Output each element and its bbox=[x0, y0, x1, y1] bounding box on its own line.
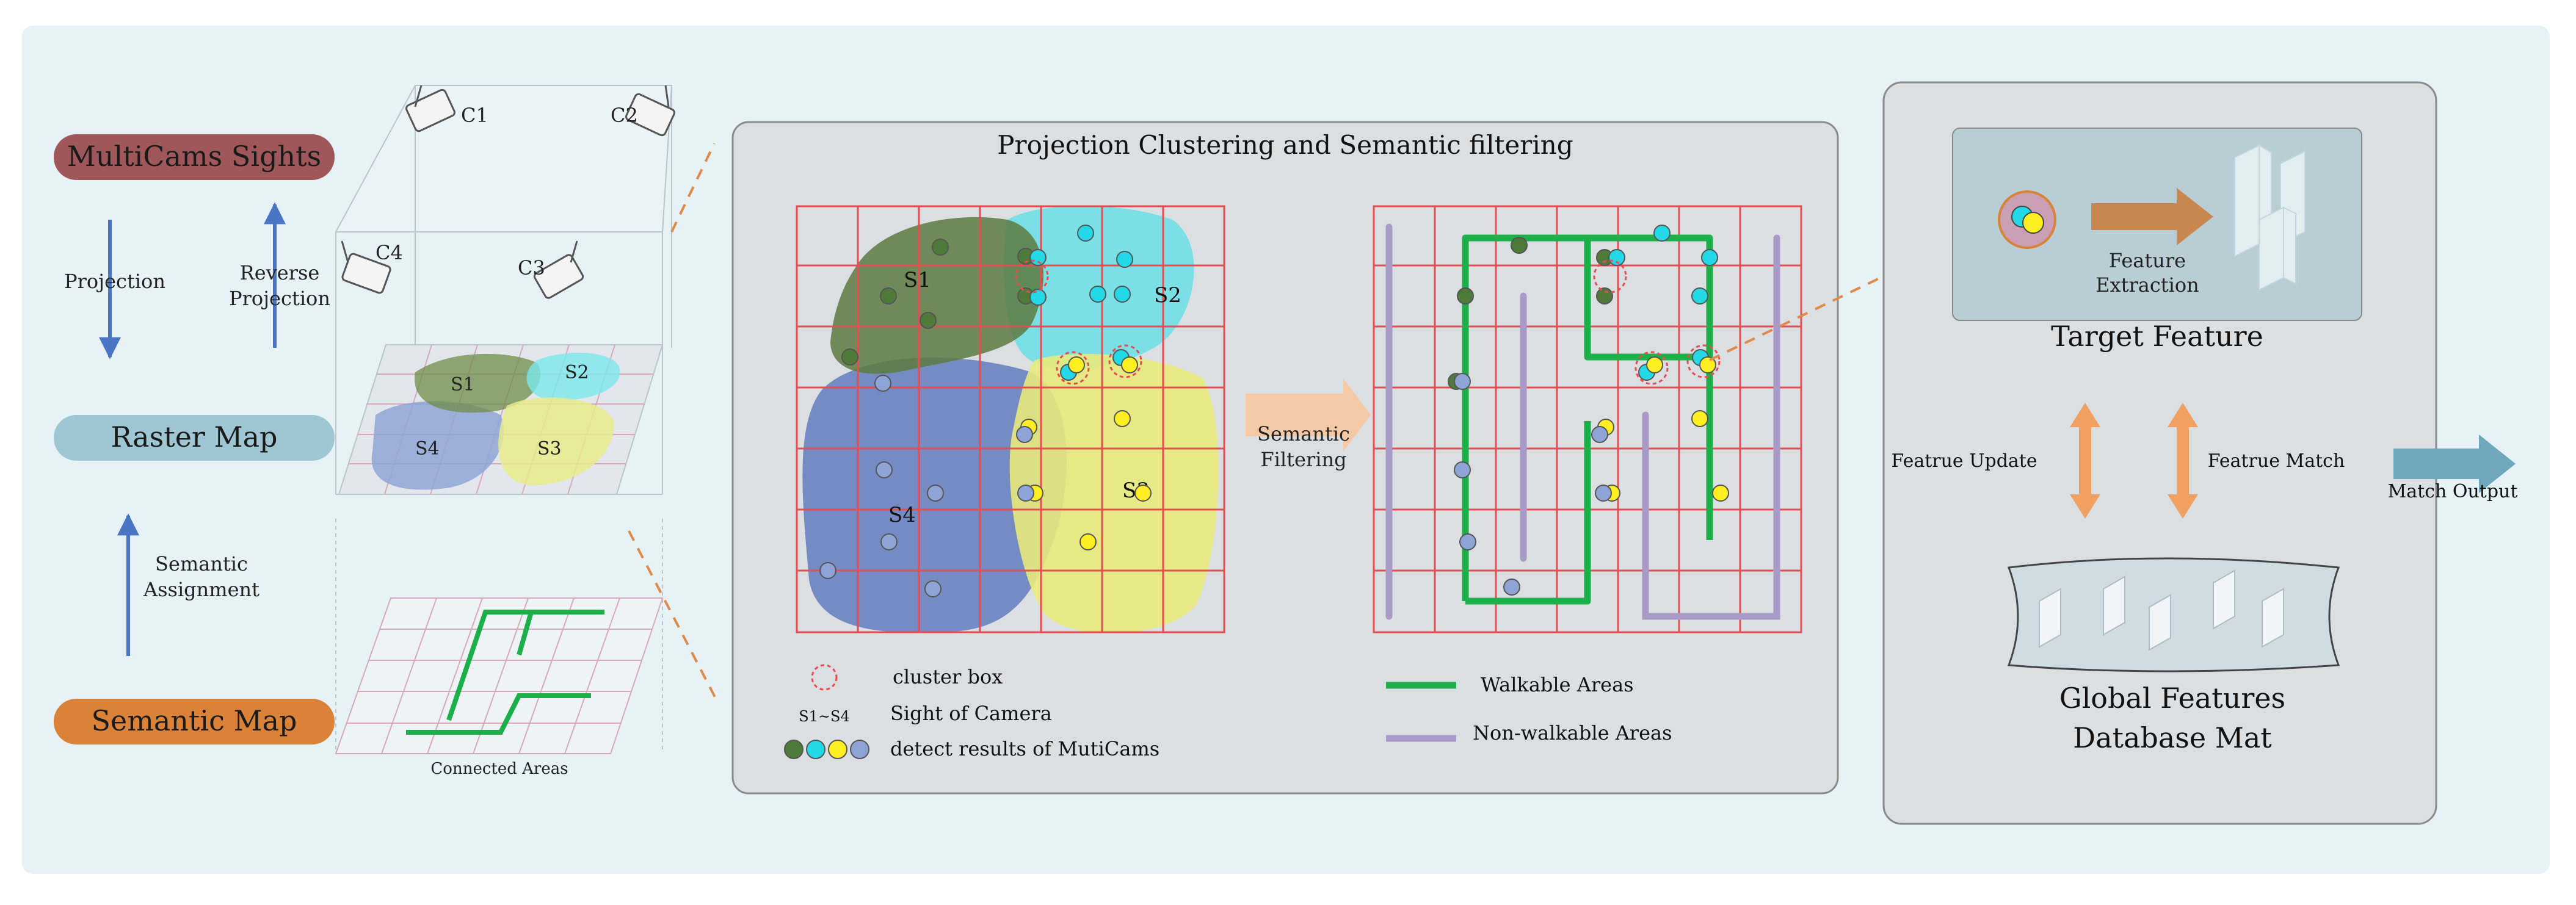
camera-c1-label: C1 bbox=[461, 104, 488, 127]
legend-walkable-text: Walkable Areas bbox=[1481, 673, 1634, 696]
semantic-filtering-arrow: Semantic Filtering bbox=[1246, 378, 1371, 471]
multicams-pill: MultiCams Sights bbox=[54, 134, 335, 180]
assign-text-2: Assignment bbox=[143, 578, 259, 601]
match-output-text: Match Output bbox=[2388, 481, 2518, 502]
raster-plane: S1 S2 S3 S4 bbox=[338, 344, 664, 495]
raster-s3-label: S3 bbox=[537, 438, 562, 460]
region-s2-label: S2 bbox=[1154, 283, 1181, 308]
guide-line-top bbox=[670, 143, 716, 233]
region-s4-label: S4 bbox=[888, 503, 916, 527]
raster-s1-label: S1 bbox=[451, 374, 475, 395]
region-s1 bbox=[830, 217, 1044, 374]
raster-s1-region bbox=[415, 353, 541, 413]
raster-label: Raster Map bbox=[111, 420, 277, 453]
feature-panel: Feature Extraction Target Feature Featru… bbox=[1882, 81, 2437, 825]
camera-c4-label: C4 bbox=[376, 241, 403, 264]
region-s3 bbox=[1009, 354, 1219, 633]
legend-cluster-box: cluster box bbox=[893, 665, 1003, 688]
guide-line-target bbox=[1709, 237, 1964, 361]
match-arrow bbox=[2168, 403, 2198, 519]
camera-c3-label: C3 bbox=[518, 256, 545, 279]
legend-nonwalkable-text: Non-walkable Areas bbox=[1473, 721, 1672, 745]
legend-sight-symbol: S1~S4 bbox=[799, 708, 850, 725]
reverse-text-1: Reverse bbox=[240, 261, 320, 284]
raster-s2-label: S2 bbox=[565, 362, 589, 383]
assign-text-1: Semantic bbox=[155, 552, 248, 575]
cluster-grid: S1 S2 S3 S4 bbox=[796, 205, 1225, 633]
projection-text: Projection bbox=[64, 270, 165, 293]
feature-extraction-text-1: Feature bbox=[2109, 249, 2186, 272]
raster-pill: Raster Map bbox=[54, 415, 335, 461]
target-feature-title: Target Feature bbox=[2051, 320, 2263, 353]
target-dots-icon bbox=[1998, 190, 2056, 249]
walkable-lines bbox=[1462, 234, 1713, 605]
region-s1-label: S1 bbox=[904, 268, 931, 292]
global-features-text-1: Global Features bbox=[2059, 682, 2285, 715]
raster-s2-region bbox=[526, 353, 620, 400]
panel-title: Projection Clustering and Semantic filte… bbox=[997, 130, 1573, 160]
guide-line-bottom bbox=[628, 530, 719, 702]
raster-s3-region bbox=[498, 397, 614, 486]
feature-extraction-arrow bbox=[2091, 188, 2213, 245]
filtered-grid bbox=[1373, 205, 1802, 633]
update-arrow bbox=[2070, 403, 2100, 519]
cluster-boxes bbox=[1015, 259, 1142, 385]
filtered-cluster-boxes bbox=[1593, 259, 1721, 385]
detection-dots bbox=[819, 225, 1152, 597]
feature-extraction-text-2: Extraction bbox=[2095, 273, 2199, 297]
camera-c3-icon: C3 bbox=[518, 240, 584, 299]
legend-cluster-box-icon bbox=[811, 664, 838, 691]
camera-c4-icon: C4 bbox=[341, 240, 403, 294]
match-output-arrow: Match Output bbox=[2388, 434, 2518, 502]
raster-s4-label: S4 bbox=[415, 438, 440, 460]
semantic-pill: Semantic Map bbox=[54, 699, 335, 745]
camera-c1-icon: C1 bbox=[405, 85, 488, 132]
multicams-label: MultiCams Sights bbox=[67, 140, 322, 173]
feature-blocks-icon bbox=[2234, 144, 2306, 291]
semantic-plane: Connected Areas bbox=[335, 597, 664, 778]
camera-c2-icon: C2 bbox=[611, 85, 675, 137]
legend-detect-dots-icon bbox=[784, 740, 869, 759]
panel-legend: cluster box S1~S4 Sight of Camera detect… bbox=[784, 664, 1672, 760]
semantic-label: Semantic Map bbox=[92, 704, 297, 737]
semantic-walkable-path bbox=[406, 610, 604, 735]
legend-detect-text: detect results of MutiCams bbox=[890, 737, 1159, 760]
filtered-grid-lines bbox=[1373, 205, 1802, 633]
featrue-match-text: Featrue Match bbox=[2208, 450, 2345, 472]
raster-s4-region bbox=[371, 401, 504, 490]
reverse-text-2: Projection bbox=[229, 287, 330, 310]
legend-sight-text: Sight of Camera bbox=[890, 702, 1052, 725]
filter-text-2: Filtering bbox=[1260, 448, 1346, 471]
clustering-panel: Projection Clustering and Semantic filte… bbox=[731, 121, 1839, 795]
connected-areas-label: Connected Areas bbox=[430, 760, 568, 778]
nonwalkable-lines bbox=[1385, 223, 1780, 620]
featrue-update-text: Featrue Update bbox=[1891, 450, 2037, 472]
left-section: MultiCams Sights Raster Map Semantic Map… bbox=[54, 85, 675, 778]
global-features-text-2: Database Mat bbox=[2073, 721, 2272, 754]
global-database-icon bbox=[2007, 557, 2340, 672]
camera-c2-label: C2 bbox=[611, 104, 638, 127]
filter-text-1: Semantic bbox=[1257, 422, 1350, 445]
cluster-grid-lines bbox=[796, 205, 1225, 633]
